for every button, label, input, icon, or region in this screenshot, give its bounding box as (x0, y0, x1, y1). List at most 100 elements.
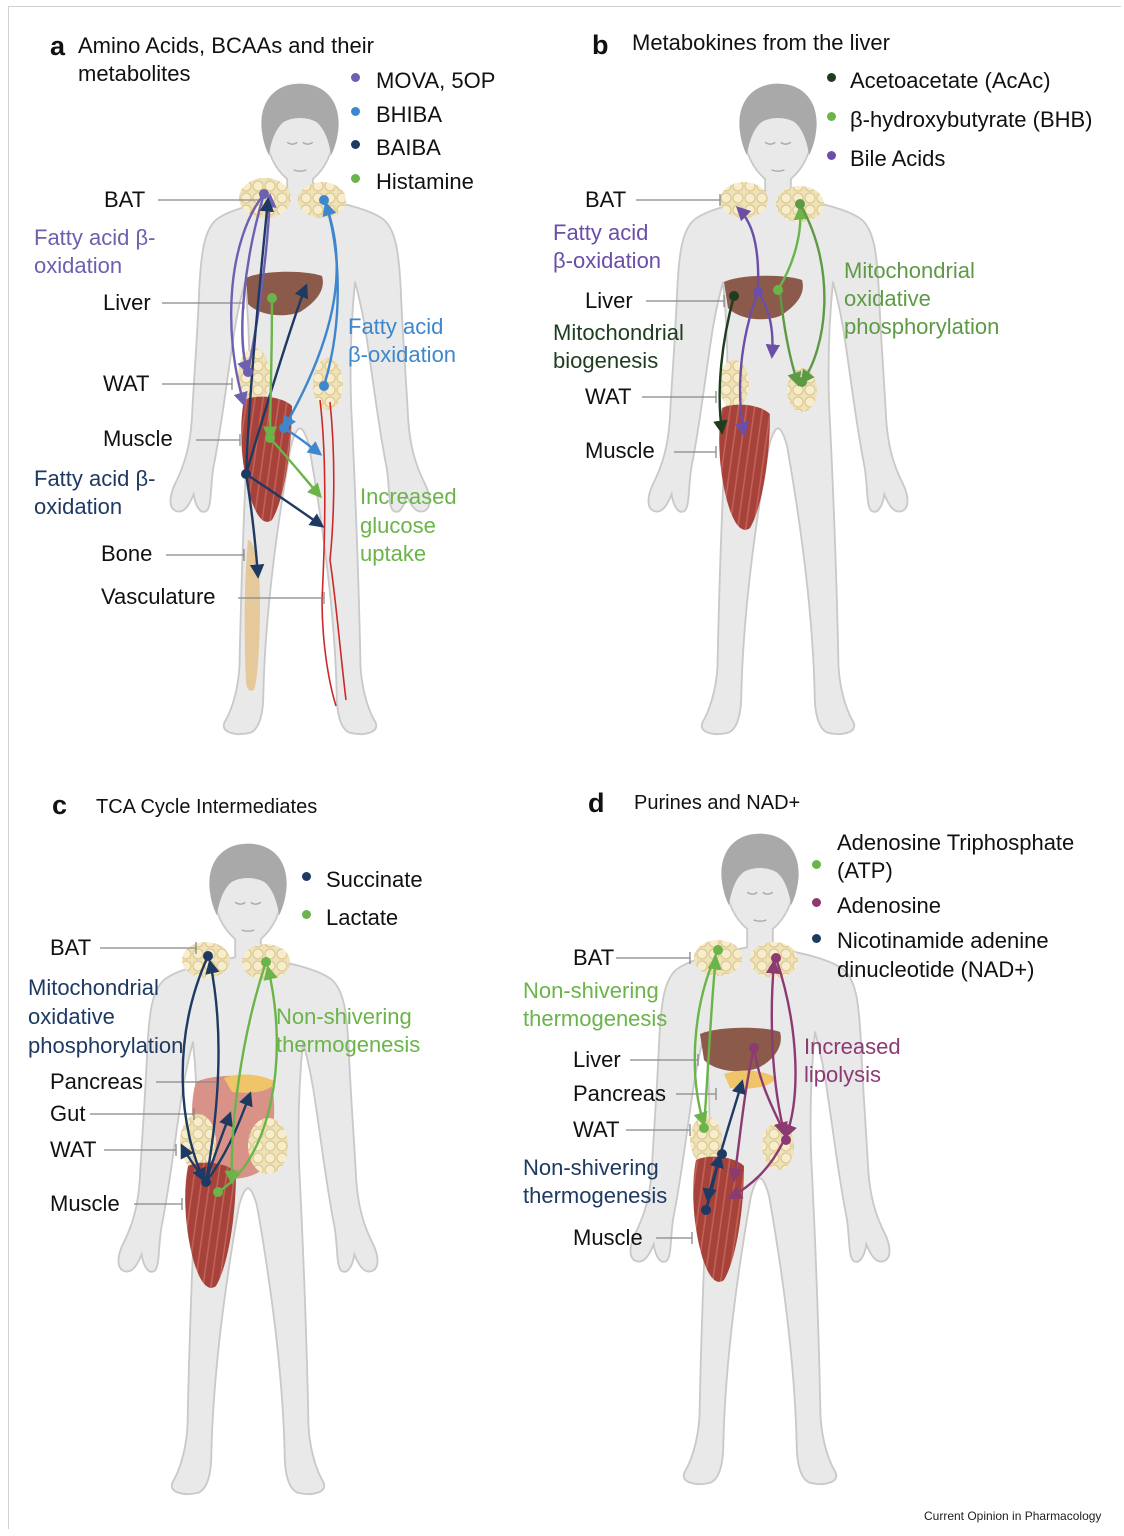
panel-d-title: Purines and NAD+ (634, 792, 800, 814)
legend-mova: MOVA, 5OP (376, 69, 495, 94)
panel-c-title: TCA Cycle Intermediates (96, 796, 317, 818)
organ-label-liver: Liver (103, 291, 151, 316)
legend-lactate: Lactate (326, 906, 398, 931)
dot-a-bhiba-wat (319, 381, 329, 391)
dot-a-mova-wat (243, 367, 253, 377)
anno-lipo-2: lipolysis (804, 1063, 881, 1088)
panel-a-label: a (50, 31, 65, 61)
dot-b-bhb-bat (795, 199, 805, 209)
legend-dot-adenosine (812, 898, 821, 907)
legend-adenosine: Adenosine (837, 894, 941, 919)
anno-fa-navy-1: Fatty acid β- (34, 467, 155, 492)
organ-label-muscle: Muscle (103, 427, 173, 452)
dot-d-atp-bat (713, 945, 723, 955)
dot-a-histamine-liver (267, 293, 277, 303)
dot-c-succinate-bat (203, 951, 213, 961)
dot-a-baiba-muscle (241, 469, 251, 479)
dot-a-bhiba-muscle (279, 423, 289, 433)
organ-label-bat: BAT (573, 946, 614, 971)
anno-mitoox-2: oxidative (844, 287, 931, 312)
anno-fa-purple-1: Fatty acid β- (34, 226, 155, 251)
anno-fa-navy-2: oxidation (34, 495, 122, 520)
panel-a-title-line2: metabolites (78, 62, 191, 87)
organ-label-pancreas: Pancreas (573, 1082, 666, 1107)
legend-acac: Acetoacetate (AcAc) (850, 69, 1051, 94)
organ-label-vasculature: Vasculature (101, 585, 216, 610)
legend-dot-histamine (351, 174, 360, 183)
dot-a-histamine-muscle (265, 433, 275, 443)
organ-label-muscle: Muscle (585, 439, 655, 464)
anno-mito-3: phosphorylation (28, 1034, 183, 1059)
organ-label-wat: WAT (103, 372, 149, 397)
anno-nst-navy-2: thermogenesis (523, 1184, 667, 1209)
dot-a-mova-bat (259, 189, 269, 199)
wat-left-fat (719, 360, 749, 408)
organ-label-muscle: Muscle (50, 1192, 120, 1217)
anno-glucose-3: uptake (360, 542, 426, 567)
anno-mitobio-1: Mitochondrial (553, 321, 684, 346)
legend-atp-line2: (ATP) (837, 859, 893, 884)
organ-label-bat: BAT (50, 936, 91, 961)
dot-d-adenosine-bat (771, 953, 781, 963)
anno-nst-green-2: thermogenesis (523, 1007, 667, 1032)
legend-bhb: β-hydroxybutyrate (BHB) (850, 108, 1093, 133)
legend-bhiba: BHIBA (376, 103, 442, 128)
dot-d-nad-muscle (701, 1205, 711, 1215)
legend-nad-line2: dinucleotide (NAD+) (837, 958, 1034, 983)
anno-nst-navy-1: Non-shivering (523, 1156, 659, 1181)
wat-right-fat (787, 368, 817, 412)
organ-label-wat: WAT (50, 1138, 96, 1163)
legend-dot-bile (827, 151, 836, 160)
dot-c-succinate-muscle (201, 1177, 211, 1187)
dot-a-bhiba-bat (319, 195, 329, 205)
legend-dot-baiba (351, 140, 360, 149)
legend-succinate: Succinate (326, 868, 423, 893)
legend-dot-succinate (302, 872, 311, 881)
organ-label-muscle: Muscle (573, 1226, 643, 1251)
legend-nad-line1: Nicotinamide adenine (837, 929, 1049, 954)
bat-left-fat (720, 182, 768, 218)
organ-label-liver: Liver (573, 1048, 621, 1073)
organ-label-bone: Bone (101, 542, 152, 567)
legend-dot-bhb (827, 112, 836, 121)
legend-atp-line1: Adenosine Triphosphate (837, 831, 1074, 856)
anno-lipo-1: Increased (804, 1035, 901, 1060)
anno-glucose-2: glucose (360, 514, 436, 539)
organ-label-bat: BAT (585, 188, 626, 213)
panel-b-title: Metabokines from the liver (632, 31, 890, 56)
dot-d-adenosine-wat (781, 1135, 791, 1145)
anno-glucose-1: Increased (360, 485, 457, 510)
organ-label-bat: BAT (104, 188, 145, 213)
dot-b-bile-liver (753, 287, 763, 297)
dot-b-bhb-wat (797, 377, 807, 387)
wat-right-fat (248, 1118, 288, 1174)
dot-b-acac-liver (729, 291, 739, 301)
organ-label-pancreas: Pancreas (50, 1070, 143, 1095)
organ-label-liver: Liver (585, 289, 633, 314)
anno-fa-1: Fatty acid (553, 221, 648, 246)
anno-mito-2: oxidative (28, 1005, 115, 1030)
legend-dot-mova (351, 73, 360, 82)
legend-baiba: BAIBA (376, 136, 441, 161)
anno-mito-1: Mitochondrial (28, 976, 159, 1001)
anno-nst-2: thermogenesis (276, 1033, 420, 1058)
panel-b-body (648, 84, 907, 734)
anno-fa-blue-2: β-oxidation (348, 343, 456, 368)
dot-b-bhb-liver (773, 285, 783, 295)
dot-d-atp-wat (699, 1123, 709, 1133)
dot-c-lactate-bat (261, 957, 271, 967)
dot-c-lactate-muscle (213, 1187, 223, 1197)
anno-mitoox-1: Mitochondrial (844, 259, 975, 284)
organ-label-gut: Gut (50, 1102, 85, 1127)
panel-a-title-line1: Amino Acids, BCAAs and their (78, 34, 374, 59)
legend-bile: Bile Acids (850, 147, 945, 172)
dot-d-adenosine-liver (749, 1043, 759, 1053)
legend-dot-lactate (302, 910, 311, 919)
legend-dot-acac (827, 73, 836, 82)
legend-histamine: Histamine (376, 170, 474, 195)
panel-c-label: c (52, 790, 67, 820)
anno-nst-1: Non-shivering (276, 1005, 412, 1030)
legend-dot-bhiba (351, 107, 360, 116)
organ-label-wat: WAT (573, 1118, 619, 1143)
anno-fa-blue-1: Fatty acid (348, 315, 443, 340)
